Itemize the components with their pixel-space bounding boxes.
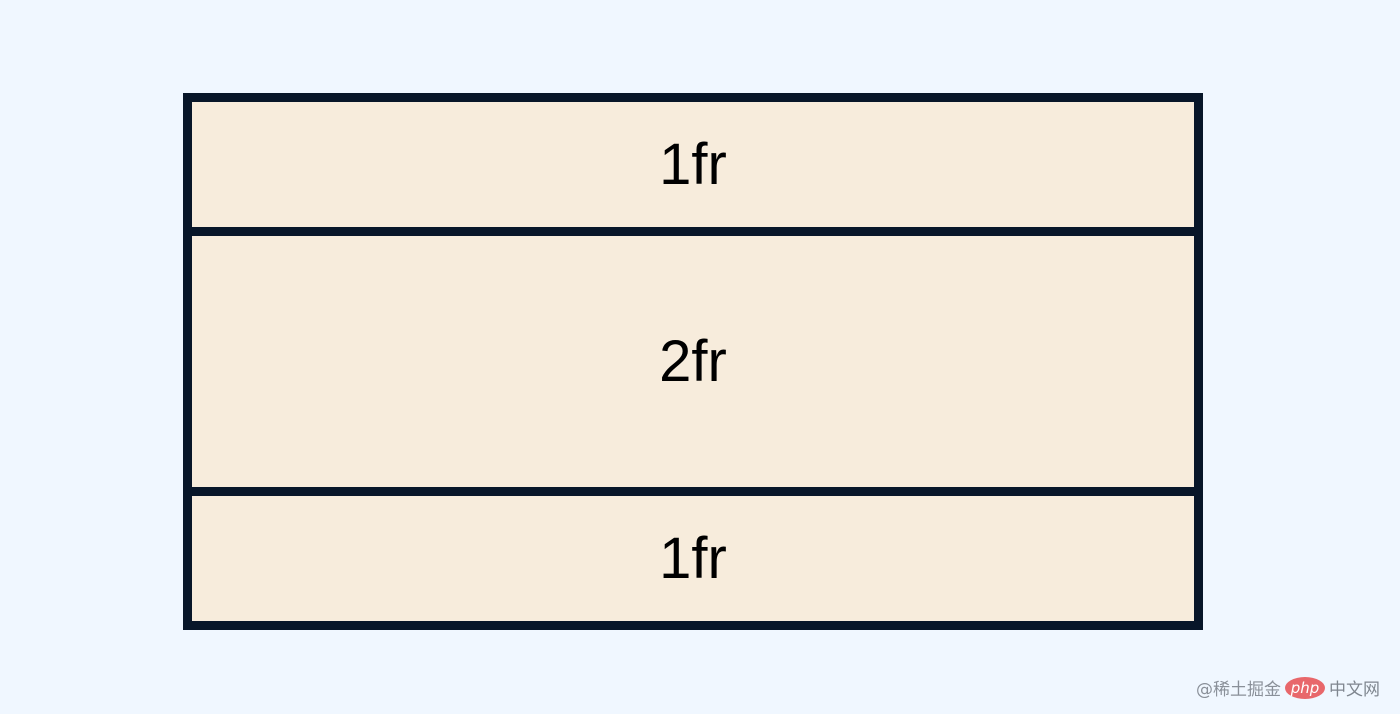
watermark-text-right: 中文网 bbox=[1329, 680, 1380, 700]
grid-row-1: 1fr bbox=[192, 102, 1194, 228]
watermark: @稀土掘金 php 中文网 bbox=[1196, 675, 1380, 700]
row-label: 1fr bbox=[659, 132, 727, 198]
grid-row-2: 2fr bbox=[192, 236, 1194, 487]
php-logo-icon: php bbox=[1285, 676, 1325, 699]
row-label: 1fr bbox=[659, 525, 727, 591]
grid-row-3: 1fr bbox=[192, 495, 1194, 621]
grid-container: 1fr 2fr 1fr bbox=[183, 93, 1203, 630]
row-label: 2fr bbox=[659, 329, 727, 394]
watermark-text-left: @稀土掘金 bbox=[1196, 680, 1281, 700]
